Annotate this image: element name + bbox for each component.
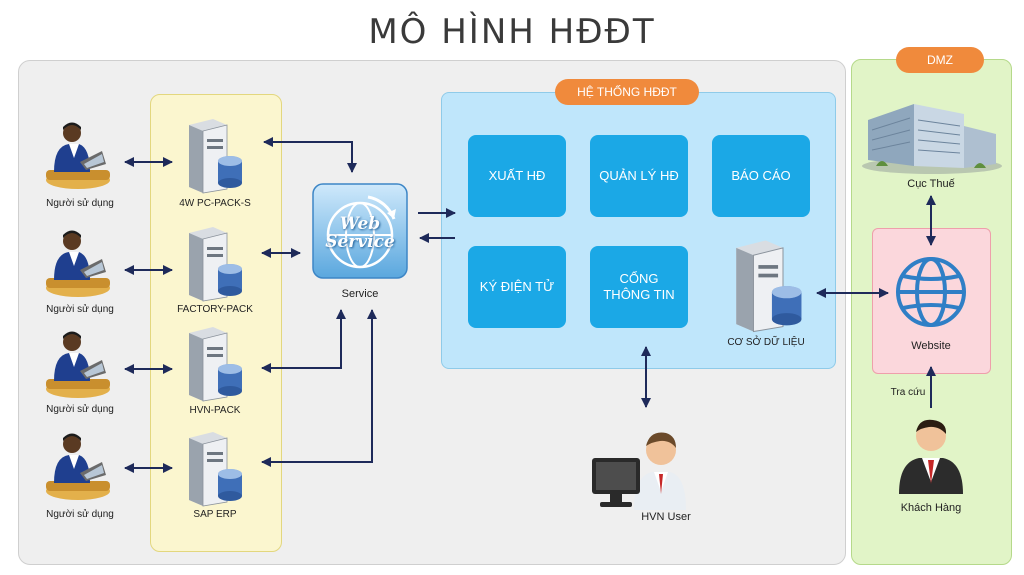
user-label: Người sử dụng	[46, 404, 114, 415]
module-quan-ly-hd: QUẢN LÝ HĐ	[590, 135, 688, 217]
module-cong-line1: CỔNG	[619, 271, 659, 286]
website-label: Website	[911, 340, 951, 352]
module-cong-thong-tin: CỔNG THÔNG TIN	[590, 246, 688, 328]
web-service-node: Web Service	[312, 183, 408, 279]
web-service-line2: Service	[325, 232, 395, 252]
module-xuat-hd: XUẤT HĐ	[468, 135, 566, 217]
server-icon	[189, 227, 242, 302]
page-title: MÔ HÌNH HĐĐT	[368, 12, 656, 52]
user-label: Người sử dụng	[46, 198, 114, 209]
user-at-desk-icon	[46, 122, 110, 189]
server-icon	[189, 327, 242, 402]
system-badge: HỆ THỐNG HĐĐT	[555, 79, 699, 105]
database-server-icon	[736, 240, 802, 333]
customer-icon	[899, 419, 963, 494]
service-label: Service	[341, 288, 379, 300]
web-service-line1: Web	[339, 214, 381, 234]
lookup-label: Tra cứu	[890, 387, 926, 398]
hvn-user-label: HVN User	[641, 511, 691, 523]
server-icon	[189, 432, 242, 507]
server-label: FACTORY-PACK	[177, 304, 253, 315]
web-service-icon	[312, 183, 408, 279]
user-label: Người sử dụng	[46, 304, 114, 315]
user-at-desk-icon	[46, 230, 110, 297]
tax-office-label: Cục Thuế	[907, 178, 955, 190]
dmz-badge: DMZ	[896, 47, 984, 73]
hvn-user-icon	[592, 432, 686, 510]
building-icon	[862, 104, 1002, 174]
user-label: Người sử dụng	[46, 509, 114, 520]
customer-label: Khách Hàng	[900, 502, 962, 514]
website-zone	[872, 228, 991, 374]
database-label: CƠ SỞ DỮ LIỆU	[727, 337, 805, 348]
module-bao-cao: BÁO CÁO	[712, 135, 810, 217]
module-cong-line2: THÔNG TIN	[603, 287, 675, 302]
user-at-desk-icon	[46, 331, 110, 398]
module-ky-dien-tu: KÝ ĐIỆN TỬ	[468, 246, 566, 328]
server-label: 4W PC-PACK-S	[179, 198, 251, 209]
server-label: HVN-PACK	[189, 405, 241, 416]
web-service-caption: Web Service	[312, 215, 408, 251]
server-icon	[189, 119, 242, 194]
user-at-desk-icon	[46, 433, 110, 500]
globe-icon	[896, 257, 966, 327]
server-label: SAP ERP	[193, 509, 237, 520]
